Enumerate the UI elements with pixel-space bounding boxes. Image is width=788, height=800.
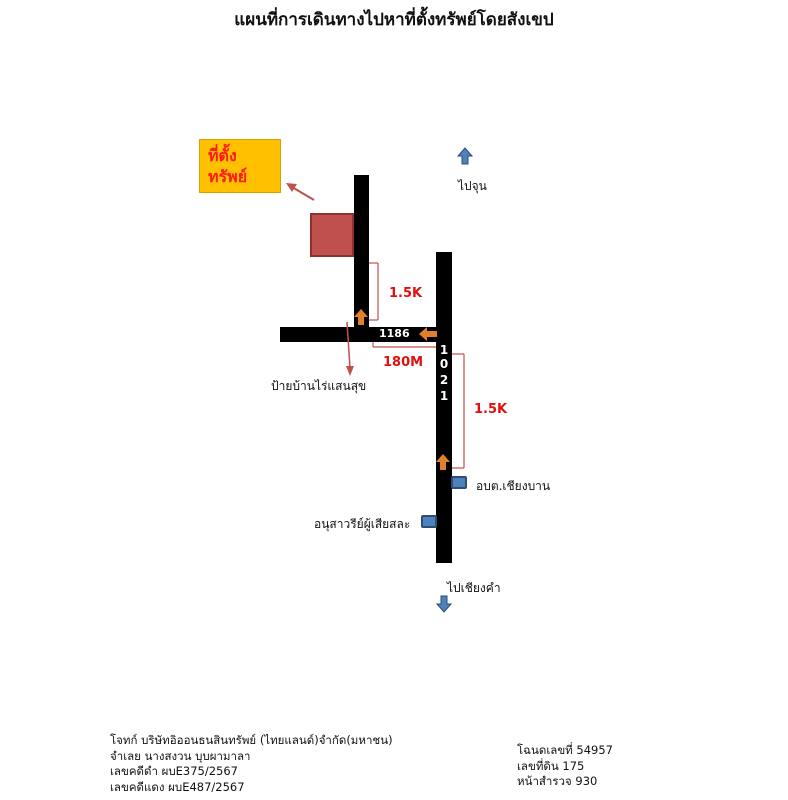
north-arrow-icon [456, 147, 474, 165]
travel-arrow-up-icon [436, 454, 450, 470]
sao-office-marker [451, 476, 467, 489]
black-case-number: เลขคดีดำ ผบE375/2567 [110, 764, 238, 778]
property-callout-line2: ทรัพย์ [208, 167, 248, 186]
road-1021 [436, 252, 452, 563]
road-1186-label: 1186 [379, 327, 410, 340]
road-1021-digit: 0 [439, 357, 449, 371]
memorial-label: อนุสาวรีย์ผู้เสียสละ [314, 517, 411, 531]
south-arrow-icon [435, 595, 453, 613]
road-1021-digit: 1 [439, 389, 449, 403]
road-1021-digit: 1 [439, 343, 449, 357]
distance-lower-bracket [452, 353, 465, 469]
deed-number: โฉนดเลขที่ 54957 [517, 743, 613, 757]
to-north-label: ไปจุน [458, 179, 487, 193]
callout-pointer-arrow [286, 183, 315, 201]
defendant-line: จำเลย นางสงวน บุบผามาลา [110, 748, 251, 763]
plaintiff-line: โจทก์ บริษัทอิออนธนสินทรัพย์ (ไทยแลนด์)จ… [110, 733, 393, 747]
road-1021-digit: 2 [439, 373, 449, 387]
distance-middle-bracket [372, 342, 436, 348]
distance-middle-label: 180M [383, 355, 424, 370]
survey-page: หน้าสำรวจ 930 [517, 774, 598, 788]
red-case-number: เลขคดีแดง ผบE487/2567 [110, 779, 245, 794]
travel-arrow-up-icon [354, 309, 368, 325]
property-plot [310, 213, 354, 257]
page-title: แผนที่การเดินทางไปหาที่ตั้งทรัพย์โดยสังเ… [234, 10, 554, 30]
deed-info: โฉนดเลขที่ 54957 เลขที่ดิน 175 หน้าสำรวจ… [517, 743, 613, 790]
property-callout: ที่ตั้ง ทรัพย์ [199, 139, 281, 193]
property-callout-line1: ที่ตั้ง [208, 146, 237, 165]
bus-stop-label: ป้ายบ้านไร่แสนสุข [271, 379, 367, 393]
road-west-vertical [354, 175, 369, 342]
distance-upper-label: 1.5K [389, 286, 423, 301]
road-1186 [280, 327, 452, 342]
to-south-label: ไปเชียงคำ [447, 581, 501, 595]
land-number: เลขที่ดิน 175 [517, 758, 585, 773]
distance-lower-label: 1.5K [474, 402, 508, 417]
bus-stop-pointer [346, 321, 354, 376]
travel-arrow-left-icon [419, 327, 437, 341]
memorial-marker [421, 515, 437, 528]
sao-office-label: อบต.เชียงบาน [476, 479, 551, 493]
case-info: โจทก์ บริษัทอิออนธนสินทรัพย์ (ไทยแลนด์)จ… [110, 733, 393, 795]
distance-upper-bracket [369, 262, 379, 321]
